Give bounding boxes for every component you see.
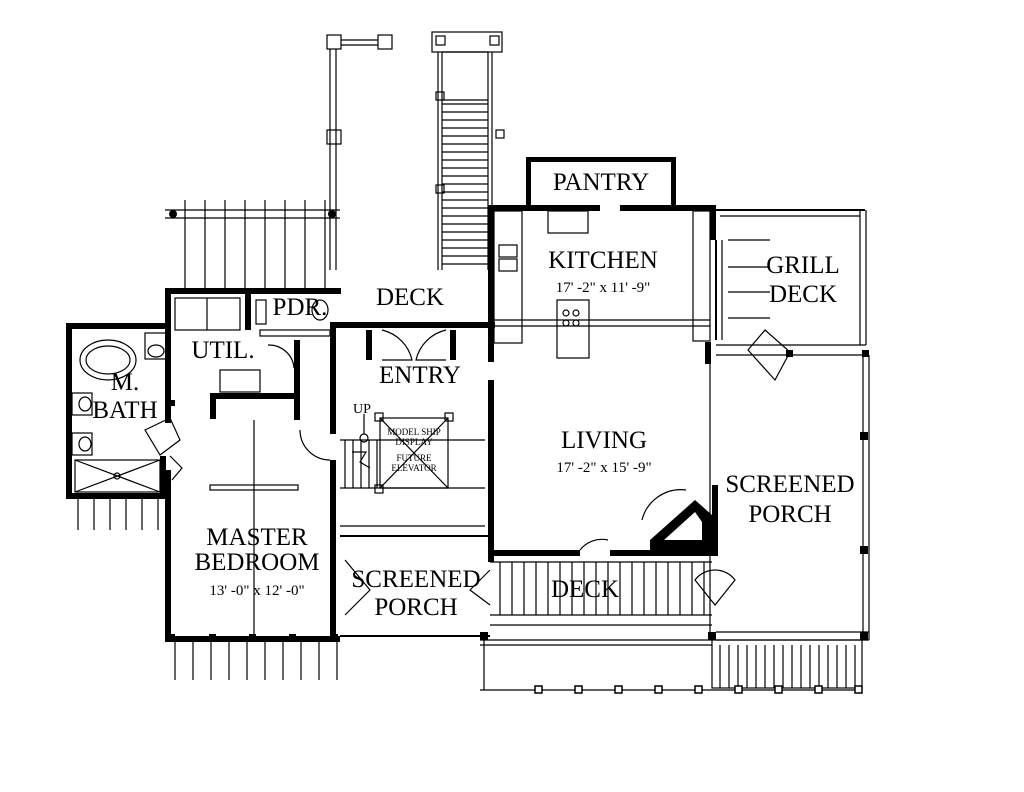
grill-deck-rail [716, 210, 869, 382]
kitchen-fixtures [493, 210, 711, 359]
deck-bottom-label: DECK [551, 576, 619, 603]
screened-porch-right-label-2: PORCH [748, 501, 831, 528]
room-labels: PANTRY KITCHEN 17' -2" x 11' -9" GRILL D… [92, 169, 854, 621]
future-label: FUTURE [396, 453, 432, 463]
deck-top-label: DECK [376, 284, 444, 311]
display-label: DISPLAY [395, 437, 433, 447]
util-label: UTIL. [191, 337, 254, 364]
bath-fixtures [71, 297, 331, 493]
bottom-deck [480, 561, 863, 694]
kitchen-label: KITCHEN [548, 247, 658, 274]
fireplace [641, 489, 712, 552]
screened-porch-mid-label-1: SCREENED [351, 566, 480, 593]
kitchen-dim-label: 17' -2" x 11' -9" [556, 280, 651, 296]
pergola-walkway [326, 34, 393, 270]
screened-porch-right-label-1: SCREENED [725, 471, 854, 498]
living-label: LIVING [561, 427, 647, 454]
right-screened-porch [709, 355, 870, 689]
exterior-stair [431, 31, 505, 270]
mbath-label-2: BATH [92, 397, 157, 424]
master-label-2: BEDROOM [194, 549, 319, 576]
master-label-1: MASTER [206, 524, 308, 551]
pdr-label: PDR. [273, 294, 328, 321]
master-pergola [165, 200, 340, 288]
master-dim-label: 13' -0" x 12' -0" [209, 583, 304, 599]
stair-hall [340, 412, 485, 527]
living-dim-label: 17' -2" x 15' -9" [556, 460, 651, 476]
grill-deck-label: DECK [769, 281, 837, 308]
pantry-label: PANTRY [553, 169, 649, 196]
model-ship-label: MODEL SHIP [387, 427, 440, 437]
walls [66, 157, 865, 642]
grill-label: GRILL [766, 252, 840, 279]
master-fixtures [77, 420, 338, 680]
mbath-label-1: M. [111, 369, 139, 396]
entry-label: ENTRY [379, 362, 461, 389]
doors [144, 329, 736, 616]
screened-porch-mid-label-2: PORCH [374, 594, 457, 621]
elevator-label: ELEVATOR [391, 463, 436, 473]
up-label: UP [353, 402, 371, 417]
